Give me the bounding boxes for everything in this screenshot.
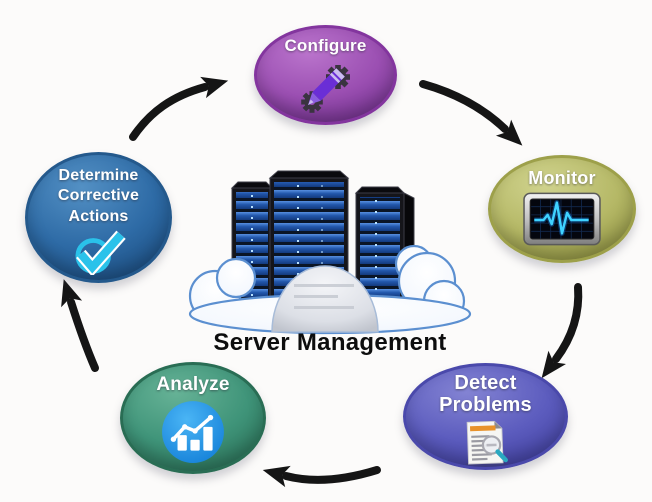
pencil-gears-icon [300,65,350,114]
cloud [188,244,472,335]
cycle-node-detect-problems: Detect Problems [403,363,568,470]
check-circle-icon [75,231,126,276]
monitor-label: Monitor [528,168,596,188]
configure-label: Configure [284,36,367,55]
arrow-detect-to-analyze [262,465,381,488]
detect-problems-label: Detect Problems [439,372,532,416]
server-led-dots [251,185,377,311]
cycle-node-monitor: Monitor [488,155,636,263]
bar-chart-icon [162,400,224,463]
document-magnifier-icon [464,420,508,467]
arrow-monitor-to-detect [541,283,583,379]
analyze-label: Analyze [156,374,230,395]
pulse-monitor-icon [523,192,601,245]
diagram-title: Server Management [213,329,447,356]
arrow-determine-to-configure [129,76,229,141]
cloud-dome [271,265,379,333]
cycle-node-analyze: Analyze [120,362,266,474]
cycle-node-determine-corrective-actions: Determine Corrective Actions [25,152,172,283]
determine-corrective-actions-label: Determine Corrective Actions [57,167,140,225]
server-cloud-illustration [188,170,472,335]
arrow-analyze-to-determine [61,279,99,372]
arrow-configure-to-monitor [419,80,523,146]
cycle-node-configure: Configure [254,25,397,125]
